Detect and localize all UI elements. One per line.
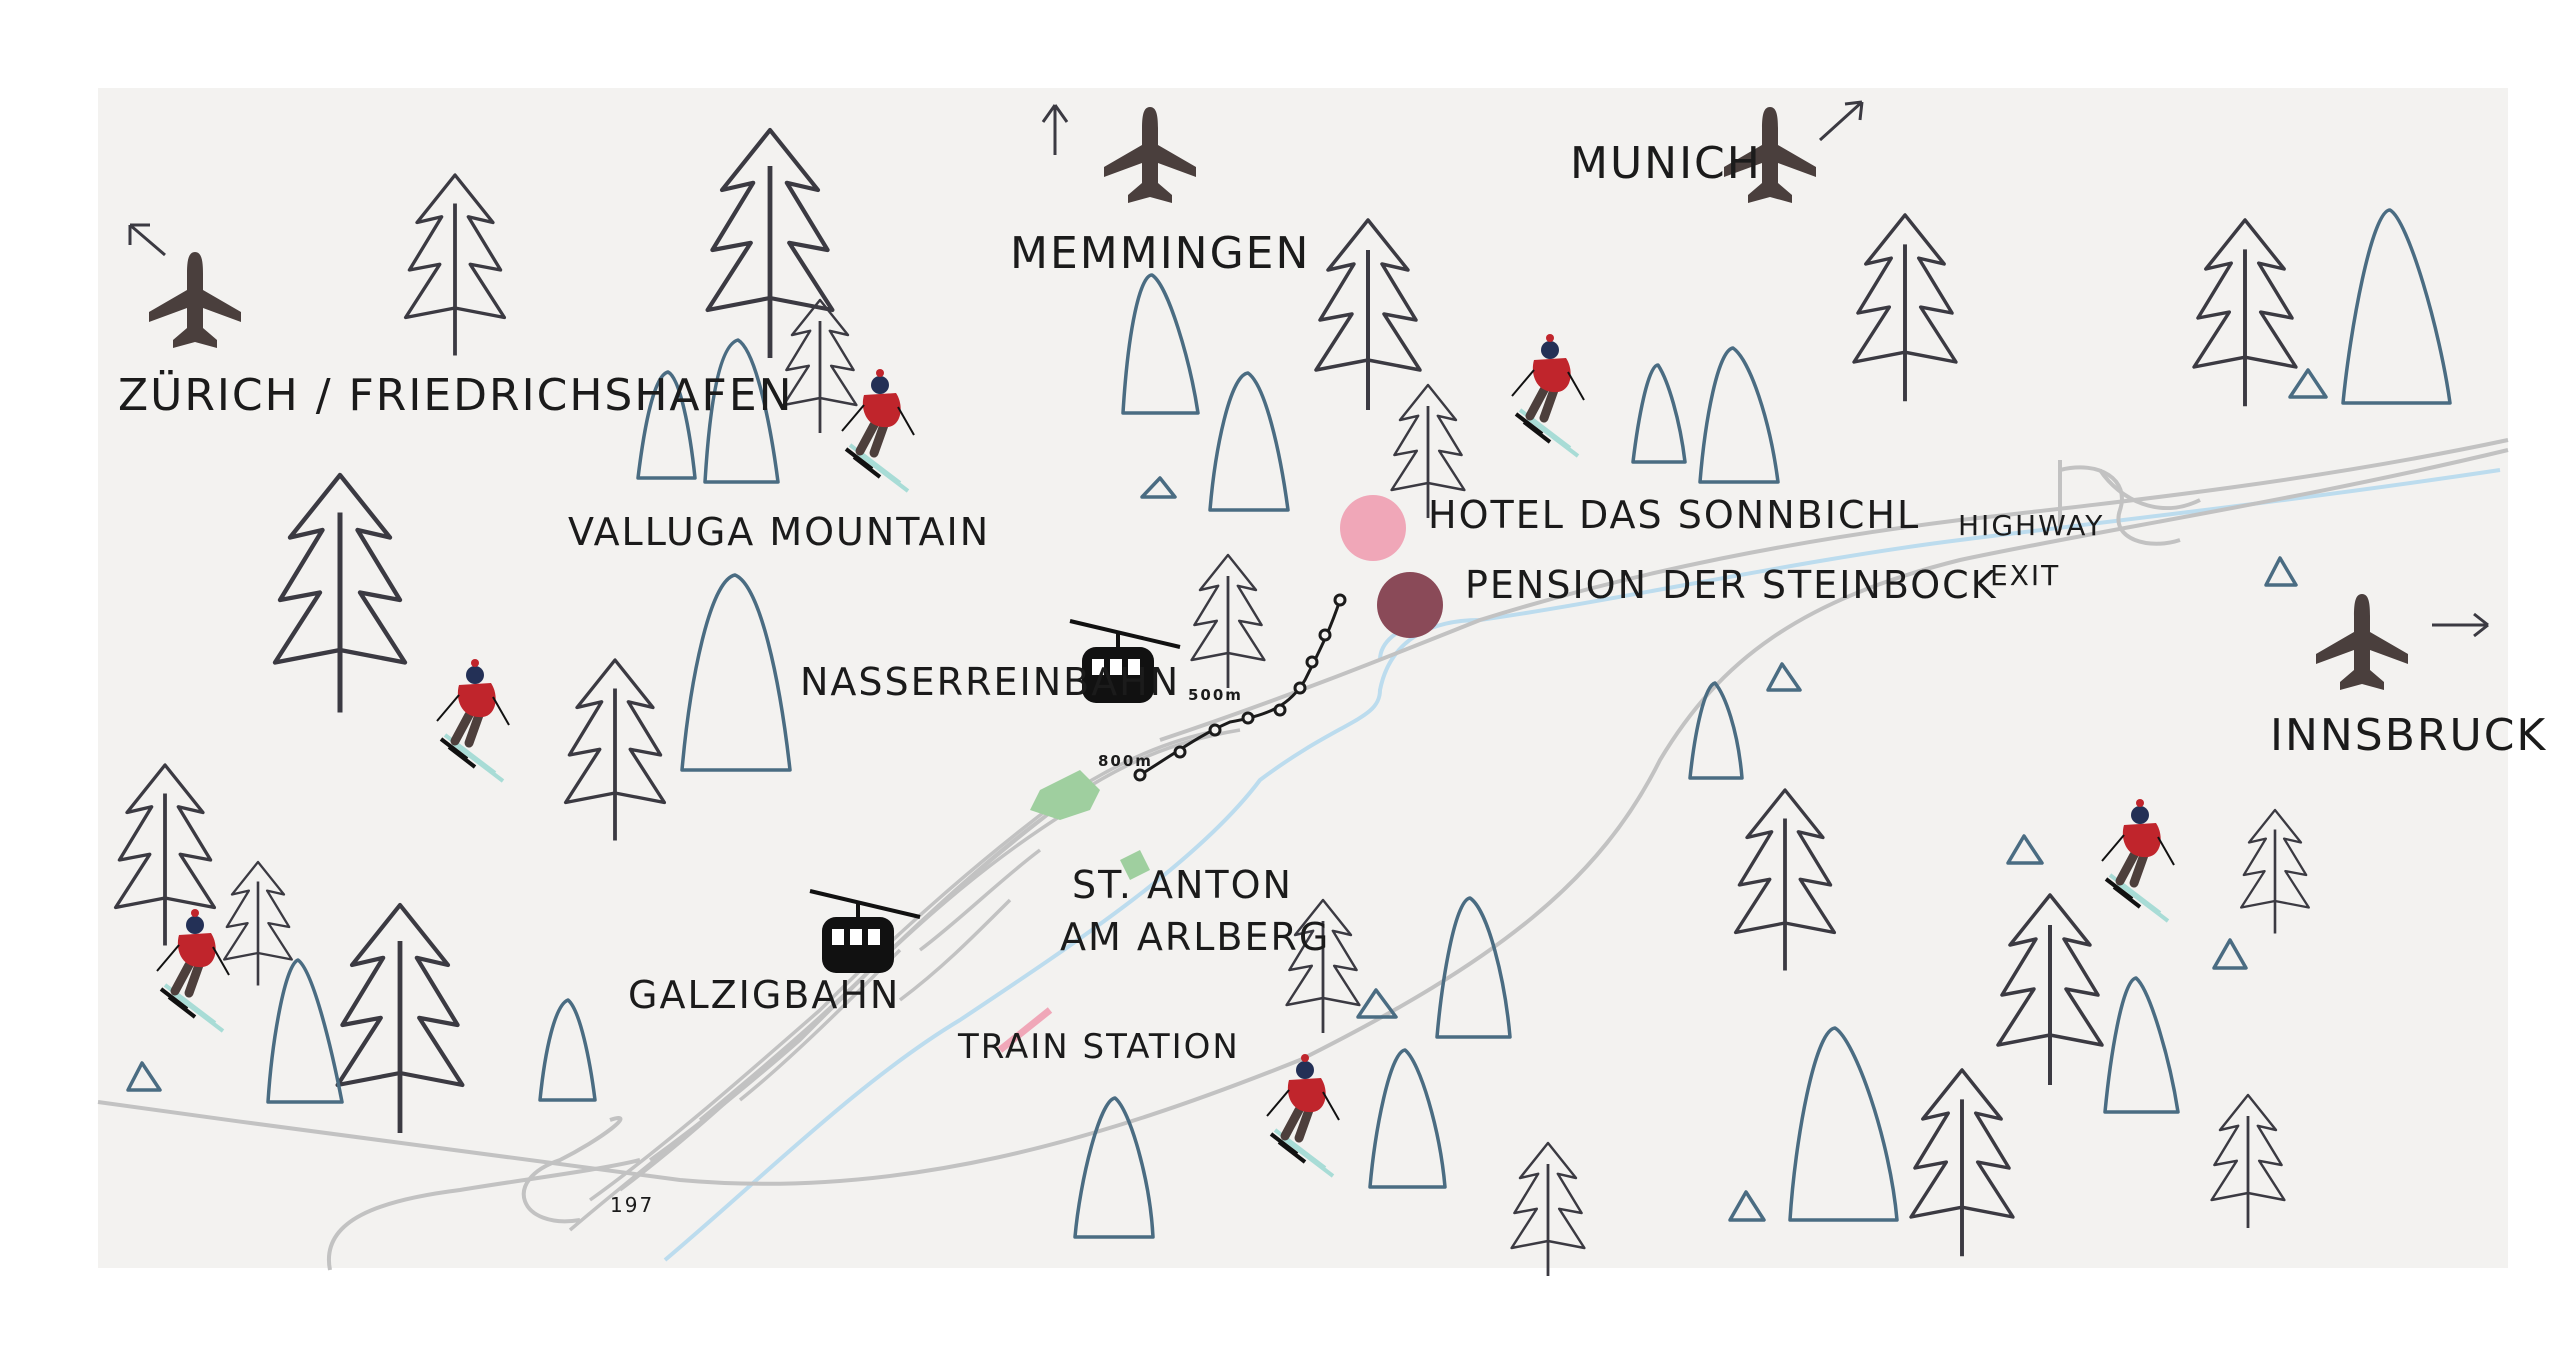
airport-label-zurich: ZÜRICH / FRIEDRICHSHAFEN [118,369,794,421]
train-station-marker [997,1007,1053,1053]
hotel-sonnbichl-marker[interactable] [1340,495,1406,561]
train-station-label: TRAIN STATION [957,1027,1240,1067]
airport-label-memmingen: MEMMINGEN [1010,228,1310,279]
galzigbahn-label: GALZIGBAHN [628,973,900,1017]
green-parks [1030,770,1150,880]
ski-route [1133,593,1347,782]
pension-steinbock-marker[interactable] [1377,572,1443,638]
nasserreinbahn-label: NASSERREINBAHN [800,660,1180,704]
town-label-line2: AM ARLBERG [1060,915,1330,959]
airport-label-munich: MUNICH [1570,138,1762,189]
route-end-label: 500m [1188,686,1243,704]
highway-exit-label-line1: HIGHWAY [1958,509,2104,542]
pension-steinbock-label[interactable]: PENSION DER STEINBOCK [1465,563,1998,607]
hotel-sonnbichl-label[interactable]: HOTEL DAS SONNBICHL [1428,493,1920,537]
highway-exit-label-line2: EXIT [1990,559,2060,592]
roads [97,438,2509,1271]
direction-arrows [128,100,2489,638]
route-start-label: 800m [1098,752,1153,770]
road-number-label: 197 [610,1193,654,1217]
airport-label-innsbruck: INNSBRUCK [2270,710,2547,761]
mountains [126,208,2452,1239]
town-label-line1: ST. ANTON [1072,863,1293,907]
town-streets [568,728,1241,1232]
valluga-mountain-label: VALLUGA MOUNTAIN [568,510,990,554]
